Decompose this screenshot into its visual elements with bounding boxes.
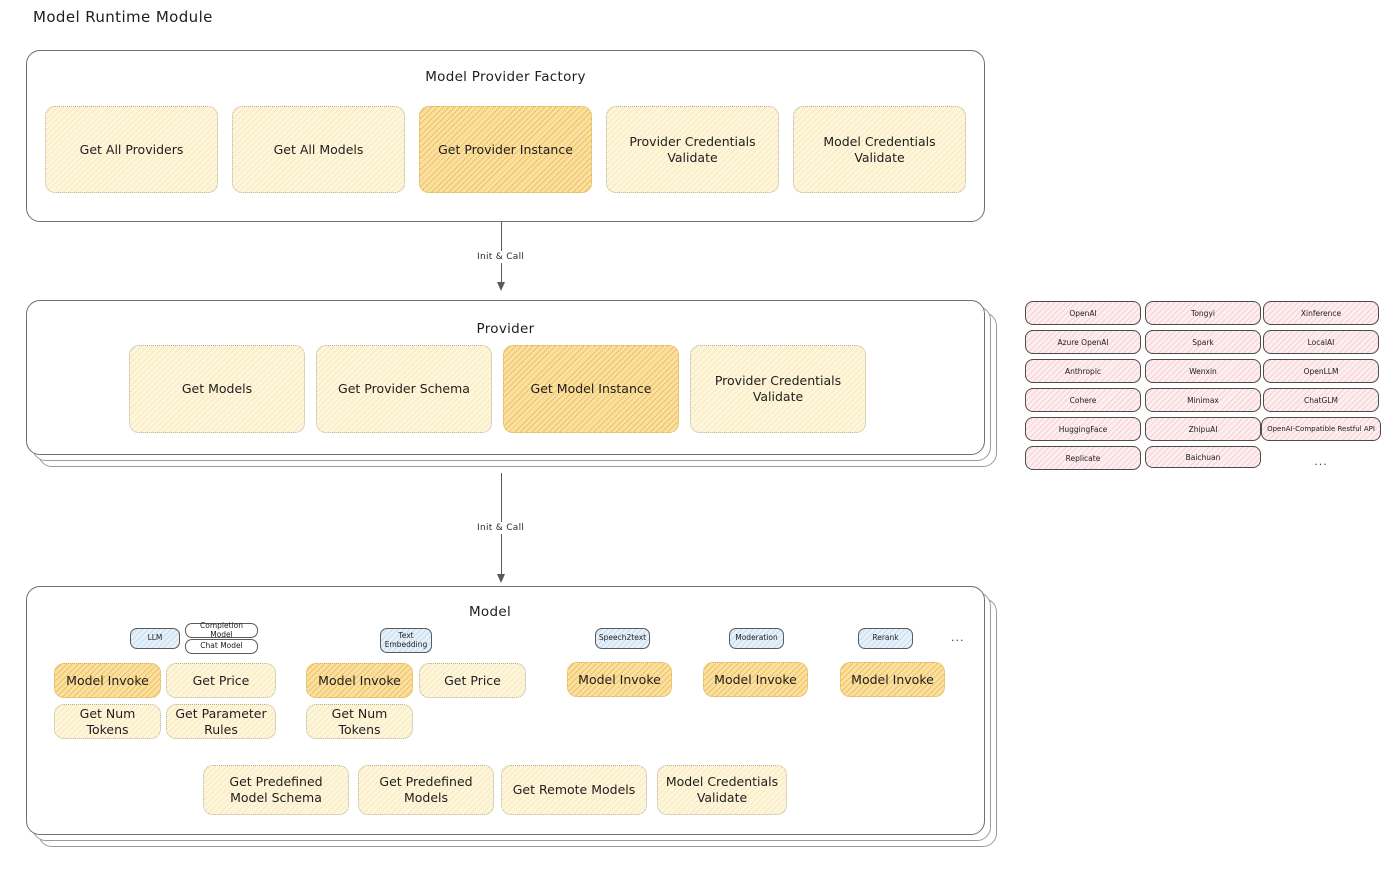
provider-chip-baichuan[interactable]: Baichuan: [1145, 446, 1261, 468]
node-get-provider-instance[interactable]: Get Provider Instance: [419, 106, 592, 193]
provider-chip-cohere[interactable]: Cohere: [1025, 388, 1141, 412]
tag-completion-model[interactable]: Completion Model: [185, 621, 258, 638]
provider-chip-tongyi[interactable]: Tongyi: [1145, 301, 1261, 325]
node-llm-get-num-tokens[interactable]: Get Num Tokens: [54, 704, 161, 739]
node-model-credentials-validate[interactable]: Model Credentials Validate: [793, 106, 966, 193]
node-rerank-model-invoke[interactable]: Model Invoke: [840, 662, 945, 697]
provider-chip-chatglm[interactable]: ChatGLM: [1263, 388, 1379, 412]
provider-chip-more: ...: [1314, 454, 1328, 468]
provider-chip-localai[interactable]: LocalAI: [1263, 330, 1379, 354]
arrow-2-label: Init & Call: [473, 522, 529, 534]
arrow-2-head: [497, 574, 505, 583]
provider-chip-openai[interactable]: OpenAI: [1025, 301, 1141, 325]
node-provider-credentials-validate[interactable]: Provider Credentials Validate: [606, 106, 779, 193]
node-embedding-model-invoke[interactable]: Model Invoke: [306, 663, 413, 698]
node-llm-model-invoke[interactable]: Model Invoke: [54, 663, 161, 698]
node-get-predefined-model-schema[interactable]: Get Predefined Model Schema: [203, 765, 349, 815]
arrow-1-label: Init & Call: [473, 251, 529, 263]
provider-chip-openai-compatible-restful-api[interactable]: OpenAI-Compatible Restful API: [1261, 417, 1381, 441]
arrow-1-head: [497, 282, 505, 291]
node-get-model-instance[interactable]: Get Model Instance: [503, 345, 679, 433]
tag-chat-model[interactable]: Chat Model: [185, 639, 258, 654]
node-get-all-providers[interactable]: Get All Providers: [45, 106, 218, 193]
node-llm-get-parameter-rules[interactable]: Get Parameter Rules: [166, 704, 276, 739]
provider-chip-wenxin[interactable]: Wenxin: [1145, 359, 1261, 383]
provider-chip-anthropic[interactable]: Anthropic: [1025, 359, 1141, 383]
model-groups-more: ...: [951, 631, 965, 644]
tag-text-embedding[interactable]: Text Embedding: [380, 628, 432, 653]
model-title: Model: [468, 604, 512, 620]
tag-rerank[interactable]: Rerank: [858, 628, 913, 649]
node-get-all-models[interactable]: Get All Models: [232, 106, 405, 193]
provider-chip-spark[interactable]: Spark: [1145, 330, 1261, 354]
node-model-credentials-validate-2[interactable]: Model Credentials Validate: [657, 765, 787, 815]
provider-chip-huggingface[interactable]: HuggingFace: [1025, 417, 1141, 441]
node-llm-get-price[interactable]: Get Price: [166, 663, 276, 698]
tag-llm[interactable]: LLM: [130, 628, 180, 649]
node-embedding-get-price[interactable]: Get Price: [419, 663, 526, 698]
provider-chip-minimax[interactable]: Minimax: [1145, 388, 1261, 412]
provider-chip-replicate[interactable]: Replicate: [1025, 446, 1141, 470]
node-get-remote-models[interactable]: Get Remote Models: [501, 765, 647, 815]
tag-moderation[interactable]: Moderation: [729, 628, 784, 649]
node-provider-credentials-validate-2[interactable]: Provider Credentials Validate: [690, 345, 866, 433]
provider-title: Provider: [476, 321, 535, 337]
node-speech2text-model-invoke[interactable]: Model Invoke: [567, 662, 672, 697]
node-embedding-get-num-tokens[interactable]: Get Num Tokens: [306, 704, 413, 739]
page-title: Model Runtime Module: [33, 8, 213, 26]
provider-chip-azure-openai[interactable]: Azure OpenAI: [1025, 330, 1141, 354]
node-get-predefined-models[interactable]: Get Predefined Models: [358, 765, 494, 815]
node-get-provider-schema[interactable]: Get Provider Schema: [316, 345, 492, 433]
provider-chip-xinference[interactable]: Xinference: [1263, 301, 1379, 325]
model-provider-factory-title: Model Provider Factory: [425, 69, 586, 85]
node-get-models[interactable]: Get Models: [129, 345, 305, 433]
node-moderation-model-invoke[interactable]: Model Invoke: [703, 662, 808, 697]
provider-chip-openllm[interactable]: OpenLLM: [1263, 359, 1379, 383]
provider-chip-zhipuai[interactable]: ZhipuAI: [1145, 417, 1261, 441]
tag-speech2text[interactable]: Speech2text: [595, 628, 650, 649]
